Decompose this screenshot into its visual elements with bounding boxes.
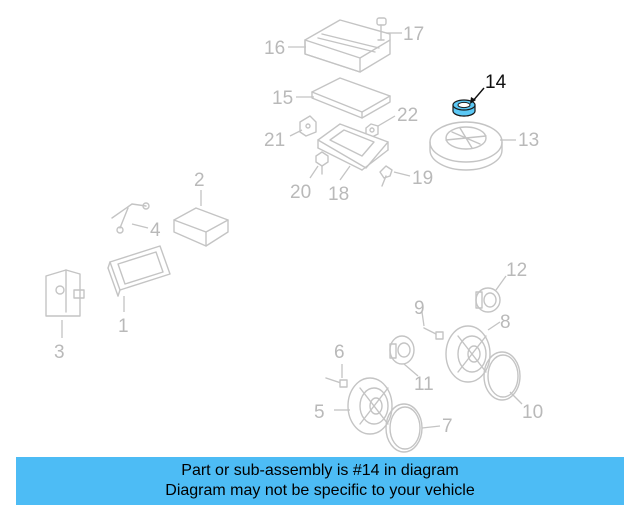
part-6-bolt[interactable] bbox=[325, 377, 348, 388]
callout-9[interactable]: 9 bbox=[414, 298, 425, 319]
banner-line-2: Diagram may not be specific to your vehi… bbox=[165, 482, 475, 499]
leader-14-arrowhead bbox=[470, 97, 476, 104]
part-11-speaker-small[interactable] bbox=[389, 335, 415, 365]
part-8-speaker[interactable] bbox=[445, 325, 491, 383]
leader-10 bbox=[509, 391, 523, 405]
part-18-bracket-frame[interactable] bbox=[317, 123, 389, 171]
callout-13[interactable]: 13 bbox=[518, 130, 539, 151]
part-19-screw[interactable] bbox=[379, 165, 393, 187]
leader-20 bbox=[309, 165, 319, 179]
callout-14[interactable]: 14 bbox=[485, 72, 507, 93]
part-21-bracket[interactable] bbox=[299, 115, 317, 137]
part-20-bolt[interactable] bbox=[315, 151, 329, 175]
leader-22 bbox=[377, 115, 396, 127]
callout-7[interactable]: 7 bbox=[442, 416, 453, 437]
part-7-gasket[interactable] bbox=[385, 403, 423, 453]
part-12-tweeter[interactable] bbox=[475, 287, 501, 313]
callout-21[interactable]: 21 bbox=[264, 130, 285, 151]
callout-18[interactable]: 18 bbox=[328, 184, 349, 205]
leader-18 bbox=[339, 165, 351, 181]
callout-15[interactable]: 15 bbox=[272, 88, 293, 109]
leader-7 bbox=[421, 425, 441, 429]
leader-4 bbox=[131, 223, 149, 229]
leader-8 bbox=[487, 321, 501, 331]
leader-11 bbox=[403, 363, 419, 377]
callout-19[interactable]: 19 bbox=[412, 168, 433, 189]
callout-6[interactable]: 6 bbox=[334, 342, 345, 363]
callout-16[interactable]: 16 bbox=[264, 38, 285, 59]
leader-19 bbox=[393, 171, 411, 177]
leader-12 bbox=[495, 275, 507, 291]
part-10-gasket[interactable] bbox=[483, 351, 521, 401]
part-2-control-module[interactable] bbox=[173, 207, 229, 247]
part-9-bolt[interactable] bbox=[423, 327, 444, 340]
part-17-clip[interactable] bbox=[376, 17, 387, 41]
info-banner: Part or sub-assembly is #14 in diagram D… bbox=[16, 457, 624, 505]
callout-22[interactable]: 22 bbox=[397, 105, 418, 126]
callout-4[interactable]: 4 bbox=[150, 220, 161, 241]
callout-2[interactable]: 2 bbox=[194, 170, 205, 191]
part-4-connector[interactable] bbox=[111, 202, 150, 234]
callout-5[interactable]: 5 bbox=[314, 402, 325, 423]
leader-9 bbox=[421, 311, 425, 327]
part-15-module[interactable] bbox=[311, 77, 391, 119]
leader-21 bbox=[289, 129, 303, 137]
callout-1[interactable]: 1 bbox=[118, 316, 129, 337]
part-1-display-unit[interactable] bbox=[107, 245, 171, 297]
part-13-speaker-housing[interactable] bbox=[429, 121, 503, 171]
part-14-ring-highlighted[interactable] bbox=[452, 99, 476, 117]
part-3-panel[interactable] bbox=[45, 269, 85, 317]
callout-12[interactable]: 12 bbox=[506, 260, 527, 281]
callout-3[interactable]: 3 bbox=[54, 342, 65, 363]
callout-11[interactable]: 11 bbox=[414, 374, 434, 395]
callout-10[interactable]: 10 bbox=[522, 402, 543, 423]
callout-8[interactable]: 8 bbox=[500, 312, 511, 333]
callout-17[interactable]: 17 bbox=[403, 24, 424, 45]
banner-line-1: Part or sub-assembly is #14 in diagram bbox=[181, 462, 459, 479]
callout-20[interactable]: 20 bbox=[290, 182, 311, 203]
part-16-cover[interactable] bbox=[304, 19, 391, 73]
part-5-woofer[interactable] bbox=[347, 377, 393, 435]
